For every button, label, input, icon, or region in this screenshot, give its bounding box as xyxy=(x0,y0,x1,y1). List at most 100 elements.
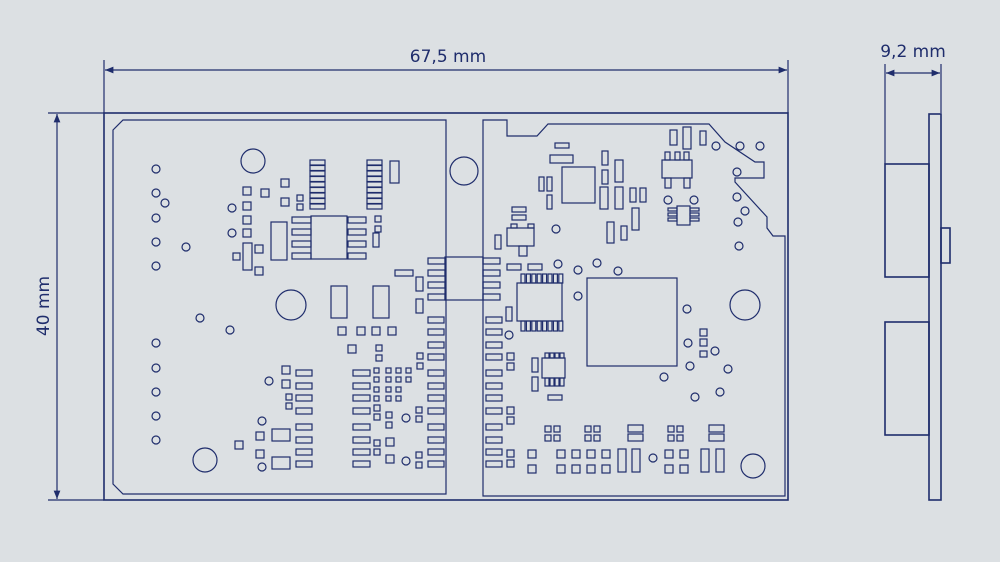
smd-pad xyxy=(373,404,381,412)
header-pin xyxy=(366,203,383,210)
smd-pad xyxy=(527,449,537,459)
smd-pad xyxy=(606,221,615,244)
via-hole xyxy=(734,241,744,251)
header-pin xyxy=(366,192,383,199)
via-hole xyxy=(151,435,161,445)
smd-pad xyxy=(385,437,395,447)
smd-pad xyxy=(599,186,609,210)
ic-pin xyxy=(664,177,672,189)
processor-chip xyxy=(586,277,678,367)
smd-pad xyxy=(544,425,552,433)
smd-pad xyxy=(295,394,313,402)
smd-pad xyxy=(385,367,392,374)
via-hole xyxy=(151,261,161,271)
ic-pin xyxy=(683,151,690,161)
ic-pin xyxy=(558,273,564,284)
smd-pad xyxy=(385,395,392,402)
smd-pad xyxy=(531,376,539,392)
smd-pad xyxy=(699,350,708,358)
ic-pin xyxy=(520,273,526,284)
smd-pad xyxy=(518,245,528,257)
capacitor xyxy=(271,456,291,470)
via-hole xyxy=(683,338,693,348)
smd-pad xyxy=(394,269,414,277)
ic-pin xyxy=(549,377,555,387)
smd-pad xyxy=(285,393,293,401)
ic-pin xyxy=(559,377,565,387)
via-hole xyxy=(682,304,692,314)
smd-pad xyxy=(296,194,304,202)
smd-pad xyxy=(375,344,383,352)
smd-pad xyxy=(352,460,371,468)
header-pin xyxy=(366,181,383,188)
via-hole xyxy=(553,259,563,269)
smd-pad xyxy=(485,369,503,377)
smd-pad xyxy=(373,376,380,383)
ic-pin xyxy=(427,269,446,277)
smd-pad xyxy=(667,425,675,433)
smd-pad xyxy=(546,194,553,210)
smd-pad xyxy=(347,344,357,354)
smd-pad xyxy=(385,386,392,393)
via-hole xyxy=(151,188,161,198)
header-pin xyxy=(366,164,383,172)
capacitor xyxy=(617,448,627,473)
smd-pad xyxy=(506,449,515,458)
smd-pad xyxy=(242,228,252,238)
header-pin xyxy=(309,192,326,199)
header-pin xyxy=(309,164,326,172)
smd-pad xyxy=(485,394,503,402)
smd-pad xyxy=(586,449,596,459)
via-hole xyxy=(711,141,721,151)
via-hole xyxy=(689,195,699,205)
ic-pin xyxy=(291,252,312,260)
smd-pad xyxy=(373,386,380,393)
mounting-hole xyxy=(449,156,479,186)
ic-pin xyxy=(347,252,367,260)
smd-pad xyxy=(405,367,412,374)
smd-pad xyxy=(295,423,313,431)
via-hole xyxy=(690,392,700,402)
via-hole xyxy=(715,387,725,397)
smd-pad xyxy=(676,425,684,433)
smd-pad xyxy=(627,424,644,433)
smd-pad xyxy=(373,395,380,402)
header-pin xyxy=(309,170,326,177)
smd-pad xyxy=(620,225,628,241)
smd-pad xyxy=(295,407,313,415)
mounting-hole xyxy=(192,447,218,473)
pcb-side-view xyxy=(884,113,951,501)
header-pin xyxy=(309,186,326,194)
smd-pad xyxy=(352,407,371,415)
small-ic xyxy=(676,205,691,226)
smd-pad xyxy=(601,169,609,185)
smd-pad xyxy=(295,436,313,444)
ic-pin xyxy=(482,281,501,289)
ic-pin xyxy=(559,352,565,359)
smd-pad xyxy=(506,416,515,425)
smd-pad xyxy=(385,454,395,464)
smd-pad xyxy=(571,449,581,459)
ic-pin xyxy=(664,151,671,161)
via-hole xyxy=(663,195,673,205)
smd-pad xyxy=(234,440,244,450)
via-hole xyxy=(151,164,161,174)
height-dimension: 40 mm xyxy=(34,112,104,501)
smd-pad xyxy=(352,369,371,377)
smd-pad xyxy=(584,434,592,442)
smd-pad xyxy=(531,357,539,373)
sot-transistor xyxy=(506,227,535,247)
smd-pad xyxy=(485,460,503,468)
via-hole xyxy=(227,203,237,213)
smd-pad xyxy=(556,449,566,459)
smd-pad xyxy=(553,425,561,433)
via-hole xyxy=(685,361,695,371)
smd-pad xyxy=(682,126,692,150)
via-hole xyxy=(755,141,765,151)
via-hole xyxy=(225,325,235,335)
smd-pad xyxy=(554,142,570,149)
smd-pad xyxy=(371,326,381,336)
smd-pad xyxy=(485,407,503,415)
via-hole xyxy=(648,453,658,463)
smd-pad xyxy=(506,459,515,468)
